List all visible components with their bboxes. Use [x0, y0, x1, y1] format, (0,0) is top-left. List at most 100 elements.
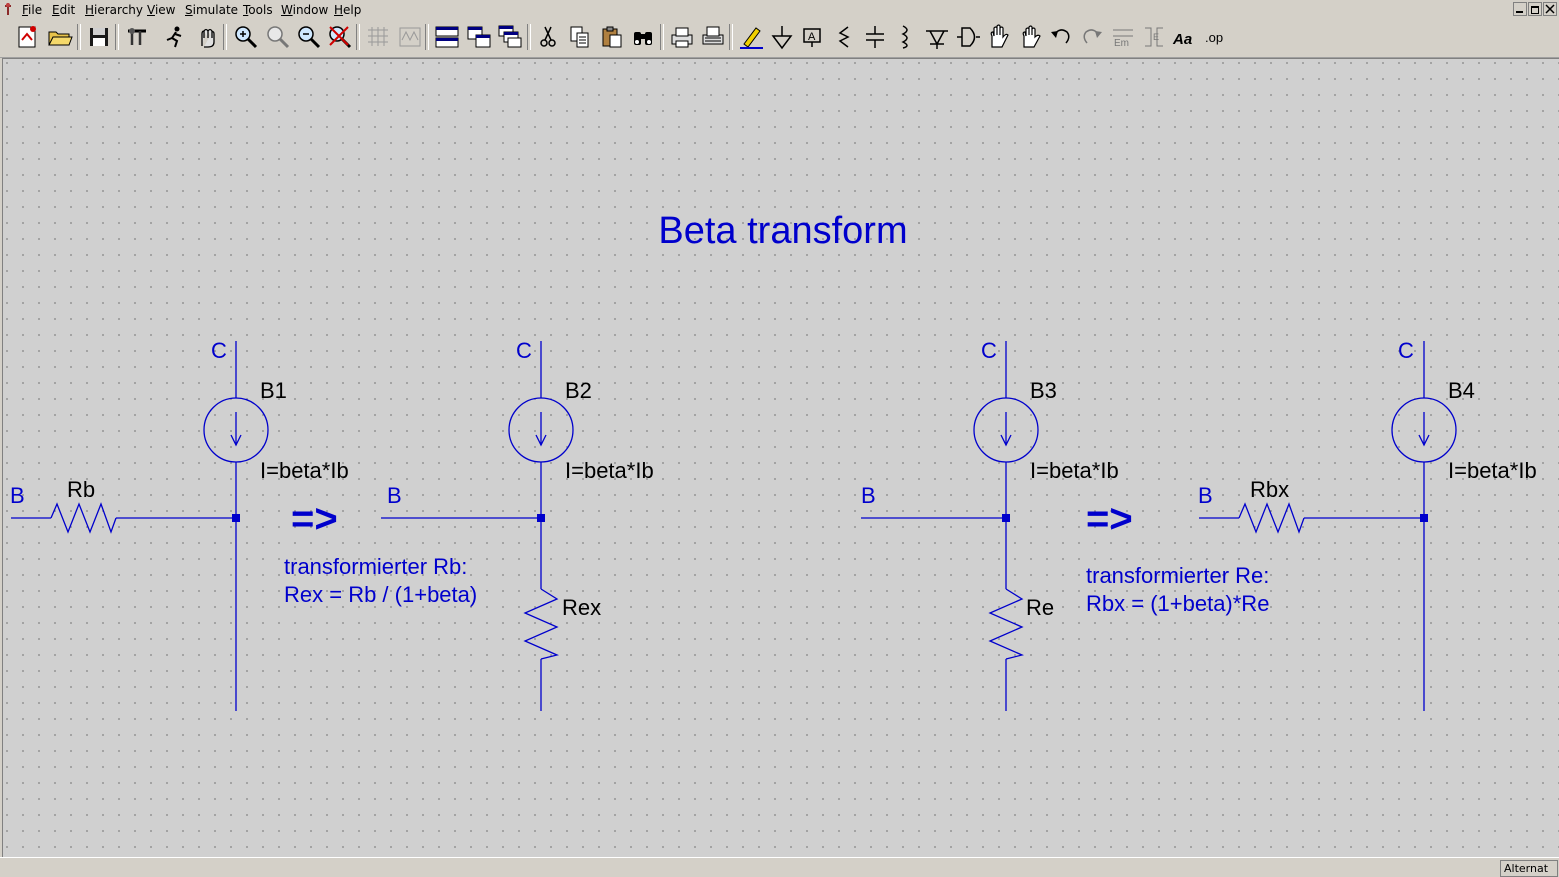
menu-tools[interactable]: Tools — [243, 3, 273, 17]
node-label-c4: C — [1398, 338, 1414, 363]
note-1-line-2: Rex = Rb / (1+beta) — [284, 582, 477, 607]
note-2-line-2: Rbx = (1+beta)*Re — [1086, 591, 1269, 616]
toolbar-separator — [356, 24, 360, 50]
text-icon[interactable]: Aa — [1170, 22, 1200, 52]
menu-hierarchy[interactable]: Hierarchy — [85, 3, 144, 17]
schematic-title: Beta transform — [658, 210, 907, 252]
note-2-line-1: transformierter Re: — [1086, 563, 1269, 588]
print-icon[interactable] — [698, 22, 728, 52]
zoom-in-icon[interactable] — [231, 22, 261, 52]
source-label-b1: B1 — [260, 378, 287, 403]
redo-icon[interactable] — [1077, 22, 1107, 52]
spice-directive-icon[interactable]: .op — [1201, 22, 1231, 52]
rotate-icon[interactable]: Em — [1108, 22, 1138, 52]
toolbar-separator — [660, 24, 664, 50]
halt-icon[interactable] — [192, 22, 222, 52]
tile-horizontal-icon[interactable] — [432, 22, 462, 52]
drag-icon[interactable] — [1015, 22, 1045, 52]
toolbar-separator — [115, 24, 119, 50]
diode-icon[interactable] — [922, 22, 952, 52]
node-label-b1: B — [10, 483, 25, 508]
restore-icon[interactable] — [1528, 2, 1542, 16]
draw-wire-icon[interactable] — [736, 22, 766, 52]
resistor-re — [988, 588, 1025, 660]
control-panel-icon[interactable] — [122, 22, 152, 52]
source-expr-b2: I=beta*Ib — [565, 458, 654, 483]
minimize-icon[interactable] — [1513, 2, 1527, 16]
node-label-b3: B — [861, 483, 876, 508]
mirror-icon[interactable]: E — [1139, 22, 1169, 52]
menu-help[interactable]: Help — [334, 3, 362, 17]
print-setup-icon[interactable] — [667, 22, 697, 52]
zoom-fit-icon[interactable] — [325, 22, 355, 52]
svg-text:Aa: Aa — [1172, 31, 1192, 48]
new-schematic-icon[interactable] — [13, 22, 43, 52]
cut-icon[interactable] — [533, 22, 563, 52]
svg-text:Em: Em — [1114, 38, 1129, 49]
resistor-label-rex: Rex — [562, 595, 601, 620]
svg-text:E: E — [1153, 32, 1159, 42]
toolbar: A Em E Aa .op — [0, 20, 1559, 58]
tile-vertical-icon[interactable] — [464, 22, 494, 52]
resistor-label-rb: Rb — [67, 477, 95, 502]
junction-dot — [1420, 514, 1428, 522]
note-1-line-1: transformierter Rb: — [284, 554, 467, 579]
resistor-icon[interactable] — [829, 22, 859, 52]
toolbar-separator — [425, 24, 429, 50]
schematic-drawing: Beta transform C B1 I=beta*Ib B Rb => — [10, 210, 1537, 711]
junction-dot — [232, 514, 240, 522]
status-bar: Alternat — [0, 857, 1559, 877]
svg-text:A: A — [808, 31, 816, 43]
close-icon[interactable] — [1543, 2, 1557, 16]
component-icon[interactable] — [953, 22, 983, 52]
app-icon[interactable] — [2, 2, 14, 16]
move-icon[interactable] — [984, 22, 1014, 52]
zoom-pan-icon[interactable] — [263, 22, 293, 52]
resistor-rbx — [1238, 502, 1305, 534]
label-net-icon[interactable]: A — [798, 22, 828, 52]
undo-icon[interactable] — [1046, 22, 1076, 52]
paste-icon[interactable] — [597, 22, 627, 52]
zoom-out-icon[interactable] — [294, 22, 324, 52]
junction-dot — [537, 514, 545, 522]
transform-arrow-1: => — [291, 497, 338, 541]
menu-view[interactable]: View — [147, 3, 176, 17]
cascade-icon[interactable] — [495, 22, 525, 52]
toolbar-separator — [527, 24, 531, 50]
menu-file[interactable]: File — [22, 3, 43, 17]
toolbar-separator — [223, 24, 227, 50]
run-icon[interactable] — [160, 22, 190, 52]
circuit-3 — [861, 341, 1039, 711]
ground-icon[interactable] — [767, 22, 797, 52]
save-icon[interactable] — [84, 22, 114, 52]
capacitor-icon[interactable] — [860, 22, 890, 52]
menu-bar: File Edit Hierarchy View Simulate Tools … — [0, 0, 1559, 20]
find-icon[interactable] — [628, 22, 658, 52]
menu-edit[interactable]: Edit — [52, 3, 76, 17]
source-expr-b1: I=beta*Ib — [260, 458, 349, 483]
circuit-1 — [11, 341, 269, 711]
toolbar-separator — [77, 24, 81, 50]
menu-window[interactable]: Window — [281, 3, 329, 17]
source-expr-b4: I=beta*Ib — [1448, 458, 1537, 483]
copy-icon[interactable] — [565, 22, 595, 52]
toolbar-separator — [729, 24, 733, 50]
node-label-c2: C — [516, 338, 532, 363]
source-label-b3: B3 — [1030, 378, 1057, 403]
resistor-label-re: Re — [1026, 595, 1054, 620]
transform-arrow-2: => — [1086, 497, 1133, 541]
waveform-icon[interactable] — [395, 22, 425, 52]
resistor-rb — [50, 502, 117, 534]
open-icon[interactable] — [45, 22, 75, 52]
schematic-canvas[interactable]: Beta transform C B1 I=beta*Ib B Rb => — [2, 58, 1559, 857]
status-mode: Alternat — [1500, 860, 1558, 877]
circuit-2 — [381, 341, 574, 711]
resistor-rex — [523, 588, 560, 660]
source-expr-b3: I=beta*Ib — [1030, 458, 1119, 483]
autoscale-icon[interactable] — [363, 22, 393, 52]
node-label-b4: B — [1198, 483, 1213, 508]
menu-simulate[interactable]: Simulate — [185, 3, 239, 17]
source-label-b2: B2 — [565, 378, 592, 403]
source-label-b4: B4 — [1448, 378, 1475, 403]
inductor-icon[interactable] — [891, 22, 921, 52]
